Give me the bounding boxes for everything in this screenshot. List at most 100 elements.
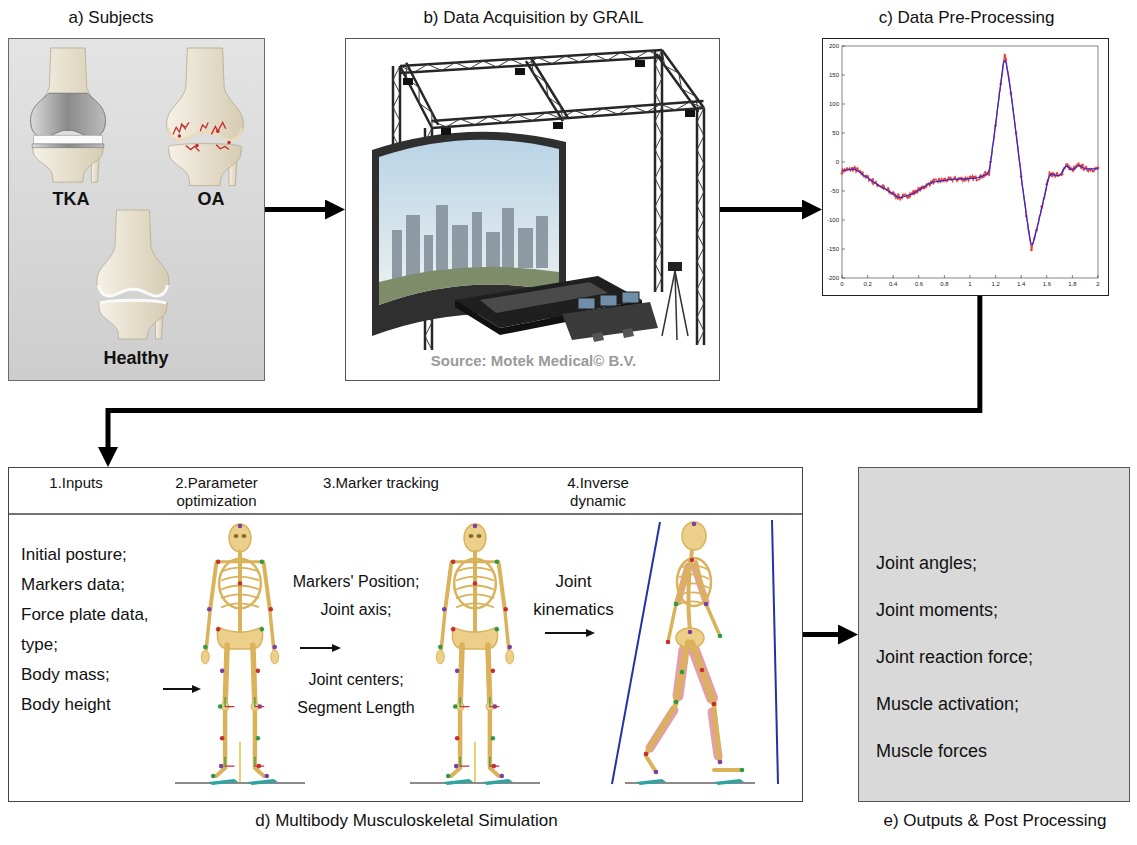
ground-plate — [483, 779, 513, 785]
axis-tick-label: 1.2 — [986, 281, 1006, 288]
skeleton-figure — [254, 698, 255, 707]
force-vector — [474, 742, 476, 782]
step-heading: 4.Inverse dynamic — [553, 474, 643, 510]
panel-fill — [8, 467, 803, 802]
skeleton-figure — [256, 736, 261, 741]
panel-fill — [858, 467, 1130, 802]
signal-plot — [1030, 249, 1033, 252]
signal-plot — [1098, 275, 1099, 278]
grail-system — [662, 271, 675, 336]
skeleton-figure — [436, 650, 444, 664]
knee-illustration — [31, 93, 106, 137]
skeleton-figure — [219, 764, 224, 769]
grail-system — [441, 128, 451, 135]
text-group: Initial posture;Markers data;Force plate… — [21, 540, 163, 720]
signal-plot — [897, 193, 900, 196]
musculoskeletal-figure — [668, 604, 676, 642]
flow-arrow — [265, 207, 325, 212]
skeleton-figure — [256, 669, 261, 674]
text-group: Joint centers;Segment Length — [281, 666, 431, 722]
skeleton-figure — [473, 524, 478, 529]
skeleton-figure — [221, 586, 259, 590]
skeleton-figure — [271, 650, 279, 664]
musculoskeletal-figure — [676, 562, 690, 604]
ground-plate — [208, 779, 238, 785]
skeleton-figure — [506, 650, 514, 664]
skeleton-figure — [220, 736, 225, 741]
grail-system — [600, 295, 617, 306]
knee-illustration — [31, 48, 106, 137]
grail-system — [662, 50, 704, 108]
musculoskeletal-figure — [676, 642, 688, 702]
skeleton-figure — [453, 704, 458, 709]
step-text: Markers' Position; — [281, 568, 431, 596]
signal-plot — [1072, 275, 1073, 278]
skeleton-figure — [456, 577, 494, 581]
signal-plot — [969, 176, 972, 179]
skeleton-figure — [442, 607, 447, 612]
skeleton-figure — [225, 766, 234, 767]
signal-plot — [842, 278, 845, 279]
skeleton-figure — [206, 609, 210, 649]
musculoskeletal-figure — [706, 604, 720, 636]
acquisition-panel: b) Data Acquisition by GRAILSource: Mote… — [345, 38, 720, 381]
knee-illustration — [178, 134, 182, 138]
skeleton-figure — [454, 764, 459, 769]
skeleton-figure — [264, 564, 270, 610]
grail-system — [562, 302, 658, 340]
signal-plot — [842, 46, 845, 47]
knee-illustration — [211, 122, 225, 134]
signal-plot — [842, 46, 1098, 278]
force-vector — [239, 742, 241, 782]
musculoskeletal-figure — [714, 768, 742, 772]
panel-fill — [8, 38, 265, 381]
skeleton-figure — [455, 736, 460, 741]
skeleton-figure — [218, 704, 223, 709]
knee-illustration — [31, 48, 106, 182]
knee-illustration — [32, 144, 104, 148]
musculoskeletal-figure — [704, 602, 709, 607]
signal-plot — [841, 46, 1100, 278]
grail-system — [403, 78, 413, 85]
skeleton-figure — [270, 609, 274, 649]
signal-plot — [893, 275, 894, 278]
signal-plot — [1066, 163, 1069, 166]
signal-plot — [842, 104, 845, 105]
knee-illustration — [34, 135, 103, 144]
output-item: Joint moments; — [876, 587, 1126, 634]
grail-system — [592, 332, 604, 342]
skeleton-figure — [503, 607, 508, 612]
skeleton-figure — [265, 774, 270, 779]
axis-tick-label: -50 — [813, 188, 839, 195]
grail-system — [515, 68, 525, 75]
grail-system — [635, 60, 645, 67]
text-group: c) Data Pre-Processing — [803, 8, 1130, 28]
subject-label: Healthy — [81, 348, 191, 370]
axis-tick-label: 0 — [813, 159, 839, 166]
grail-system — [668, 262, 682, 271]
text-group: e) Outputs & Post Processing — [839, 811, 1137, 831]
axis-tick-label: 0.4 — [883, 281, 903, 288]
skeleton-figure — [464, 524, 486, 552]
knee-illustration — [216, 145, 229, 150]
musculoskeletal-figure — [714, 706, 720, 762]
grail-system — [703, 108, 706, 345]
skeleton-figure — [454, 559, 496, 609]
flow-arrow — [720, 207, 802, 212]
axis-tick-label: 0.8 — [934, 281, 954, 288]
skeleton-figure — [495, 559, 500, 564]
grail-system — [661, 50, 664, 292]
skeleton-figure — [451, 768, 460, 776]
text-group: a) Subjects — [11, 8, 211, 28]
skeleton-figure — [473, 552, 477, 633]
skeleton-figure — [234, 534, 239, 538]
skeleton-figure — [255, 706, 264, 707]
step-heading: 3.Marker tracking — [306, 474, 456, 492]
skeleton-figure — [225, 698, 226, 707]
signal-plot — [841, 172, 844, 175]
musculoskeletal-figure — [692, 522, 697, 527]
axis-tick-label: 100 — [813, 101, 839, 108]
grail-system — [578, 298, 595, 309]
grail-system — [406, 63, 432, 128]
skeleton-figure — [491, 669, 496, 674]
